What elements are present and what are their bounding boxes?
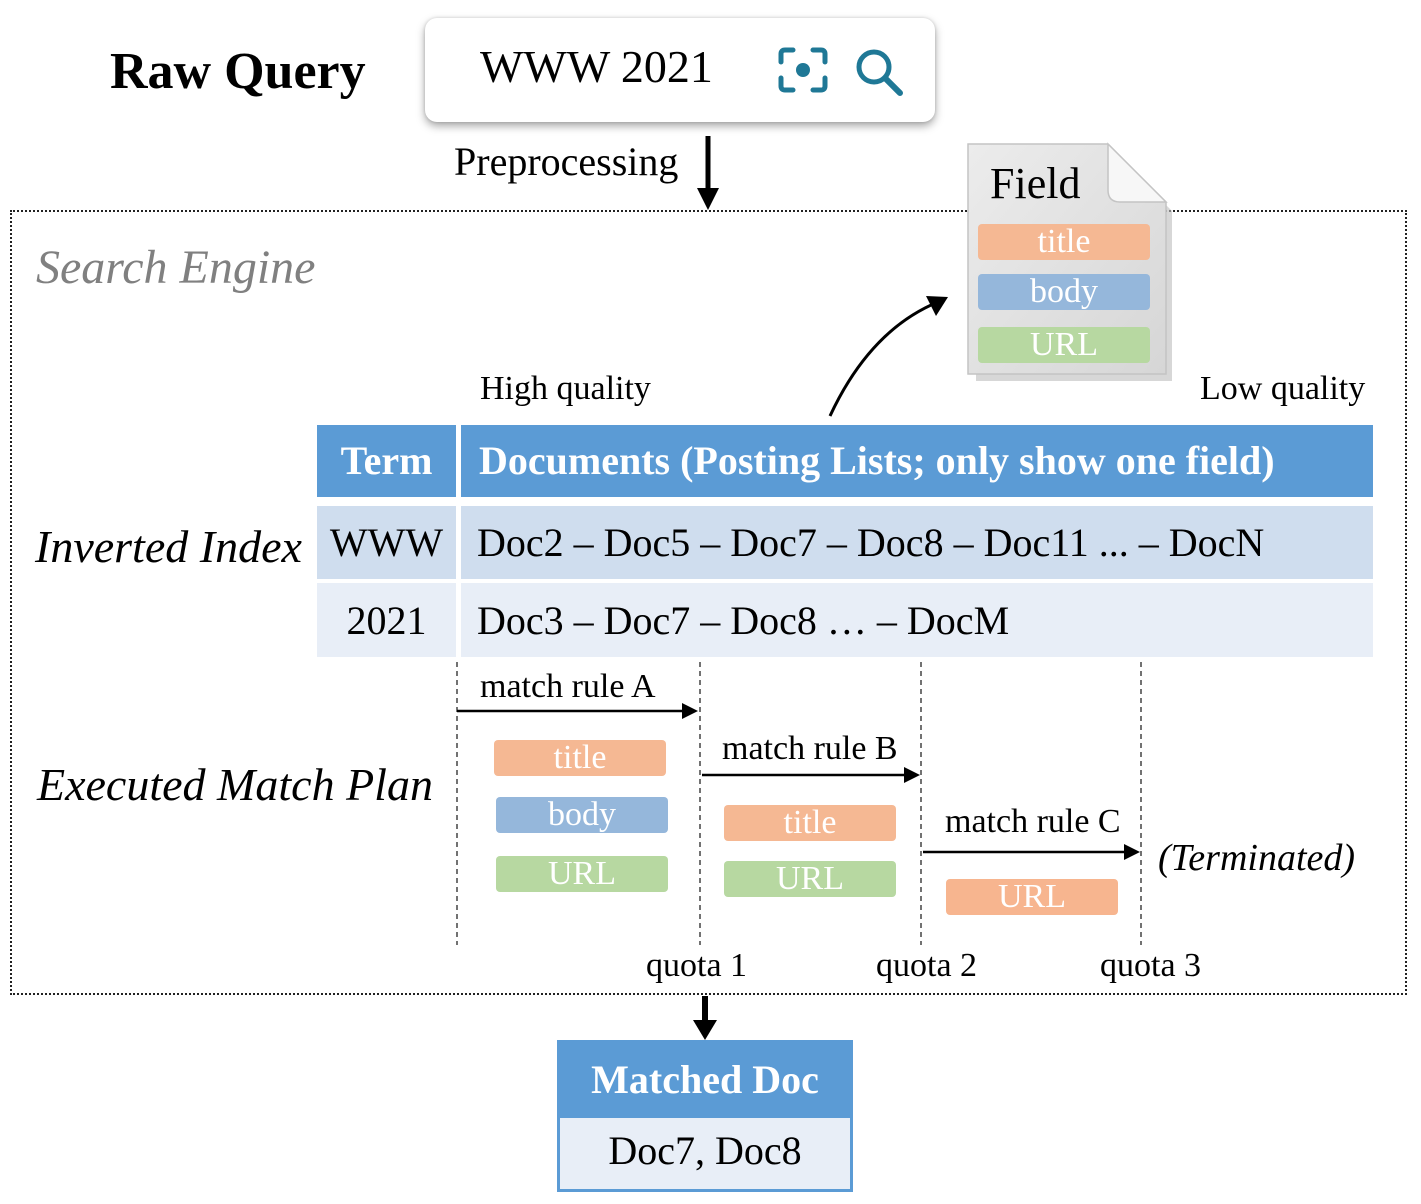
match-rule-a-label: match rule A [480, 668, 656, 705]
inverted-index-label: Inverted Index [35, 521, 302, 572]
output-arrow [693, 996, 717, 1040]
rule-c-url-tag: URL [946, 879, 1118, 915]
quota-1-label: quota 1 [646, 947, 748, 984]
matched-doc-title: Matched Doc [557, 1040, 853, 1118]
table-row-term: WWW [317, 506, 456, 579]
match-rule-b-label: match rule B [722, 730, 898, 767]
preprocessing-arrow [697, 136, 719, 210]
search-engine-title: Search Engine [36, 241, 316, 294]
match-rule-c-label: match rule C [945, 803, 1121, 840]
rule-b-url-tag: URL [724, 861, 896, 897]
quota-3-label: quota 3 [1100, 947, 1202, 984]
search-icon[interactable] [853, 46, 905, 98]
field-title-tag: title [978, 224, 1150, 260]
executed-match-plan-label: Executed Match Plan [37, 759, 433, 810]
table-row-docs: Doc3 – Doc7 – Doc8 … – DocM [461, 583, 1373, 657]
rule-c-arrow [923, 844, 1140, 860]
quota-2-label: quota 2 [876, 947, 978, 984]
quota-lines [456, 662, 1142, 945]
query-text: WWW 2021 [480, 41, 713, 92]
scan-icon[interactable] [777, 46, 829, 94]
rule-b-arrow [702, 767, 920, 783]
matched-doc-list: Doc7, Doc8 [557, 1118, 853, 1192]
field-card-title: Field [990, 159, 1081, 208]
search-box[interactable]: WWW 2021 [425, 18, 935, 122]
field-body-tag: body [978, 274, 1150, 310]
table-header-documents: Documents (Posting Lists; only show one … [461, 425, 1373, 497]
low-quality-label: Low quality [1200, 370, 1366, 407]
table-header-term: Term [317, 425, 456, 497]
search-engine-box [10, 210, 1407, 995]
field-url-tag: URL [978, 327, 1150, 363]
preprocessing-label: Preprocessing [454, 139, 679, 184]
rule-a-arrow [457, 703, 698, 719]
high-quality-label: High quality [480, 370, 651, 407]
rule-b-title-tag: title [724, 805, 896, 841]
field-pointer-arrow [828, 296, 948, 417]
rule-a-url-tag: URL [496, 856, 668, 892]
rule-a-body-tag: body [496, 797, 668, 833]
table-row-term: 2021 [317, 583, 456, 657]
table-row-docs: Doc2 – Doc5 – Doc7 – Doc8 – Doc11 ... – … [461, 506, 1373, 579]
terminated-label: (Terminated) [1158, 837, 1356, 879]
raw-query-label: Raw Query [110, 43, 366, 100]
rule-a-title-tag: title [494, 740, 666, 776]
